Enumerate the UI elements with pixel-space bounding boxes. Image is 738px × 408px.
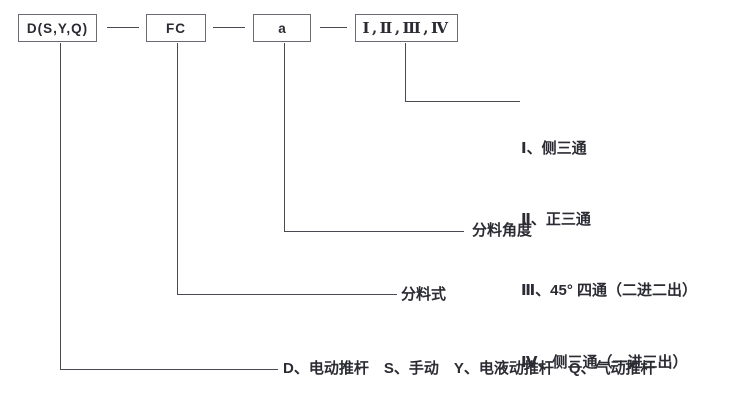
connector-dash [107,27,139,28]
split-type-label: 分料式 [401,286,447,303]
drive-type-label: D、电动推杆 S、手动 Y、电液动推杆 Q、气动推杆 [283,360,656,377]
model-code-angle-label: a [278,20,286,36]
model-code-series-label: FC [166,20,186,36]
leader-line-angle [284,43,464,232]
model-code-drive-label: D(S,Y,Q) [26,20,89,36]
connector-dash [213,27,245,28]
connector-dash [320,27,347,28]
model-code-box-drive: D(S,Y,Q) [18,14,97,42]
model-code-type-label: Ⅰ,Ⅱ,Ⅲ,Ⅳ [362,19,451,37]
outlet-type-option: Ⅱ、正三通 [521,210,591,228]
model-code-box-angle: a [253,14,311,42]
model-code-box-type: Ⅰ,Ⅱ,Ⅲ,Ⅳ [355,14,458,42]
outlet-type-option: Ⅳ、侧三通（一进三出） [521,353,688,371]
angle-label: 分料角度 [472,222,533,239]
model-code-box-series: FC [146,14,206,42]
leader-line-type [405,43,520,102]
leader-line-split-type [177,43,397,295]
leader-line-drive [60,43,278,370]
outlet-type-option: Ⅲ、45° 四通（二进二出） [521,282,698,300]
outlet-type-option: Ⅰ、侧三通 [521,139,587,157]
outlet-type-option-list: Ⅰ、侧三通 Ⅱ、正三通 Ⅲ、45° 四通（二进二出） Ⅳ、侧三通（一进三出） [521,89,697,408]
